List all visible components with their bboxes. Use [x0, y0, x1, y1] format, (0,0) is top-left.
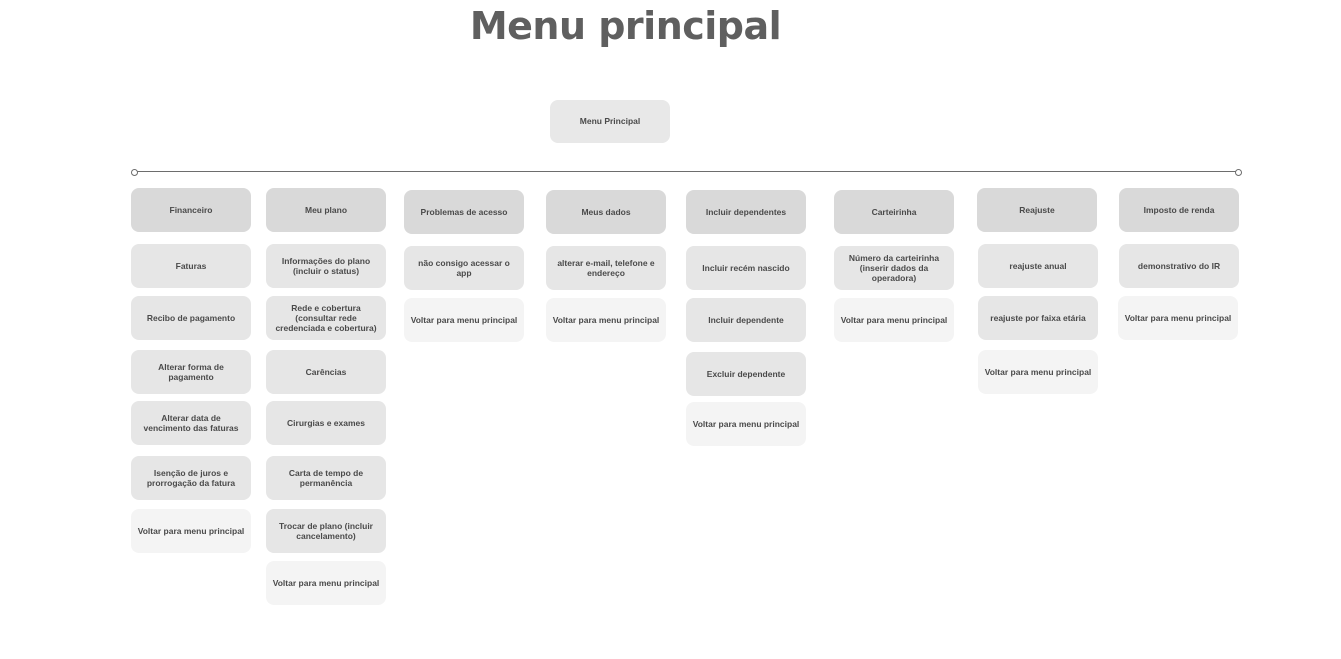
item-reajuste-anual[interactable]: reajuste anual: [978, 244, 1098, 288]
back-button[interactable]: Voltar para menu principal: [131, 509, 251, 553]
item-alterar-data-vencimento[interactable]: Alterar data de vencimento das faturas: [131, 401, 251, 445]
connector-line: [134, 171, 1238, 172]
header-incluir-dependentes[interactable]: Incluir dependentes: [686, 190, 806, 234]
item-alterar-forma-pagamento[interactable]: Alterar forma de pagamento: [131, 350, 251, 394]
item-numero-carteirinha[interactable]: Número da carteirinha (inserir dados da …: [834, 246, 954, 290]
item-reajuste-faixa-etaria[interactable]: reajuste por faixa etária: [978, 296, 1098, 340]
item-trocar-plano[interactable]: Trocar de plano (incluir cancelamento): [266, 509, 386, 553]
back-button[interactable]: Voltar para menu principal: [266, 561, 386, 605]
back-button[interactable]: Voltar para menu principal: [404, 298, 524, 342]
item-carencias[interactable]: Carências: [266, 350, 386, 394]
item-incluir-dependente[interactable]: Incluir dependente: [686, 298, 806, 342]
header-carteirinha[interactable]: Carteirinha: [834, 190, 954, 234]
item-informacoes-plano[interactable]: Informações do plano (incluir o status): [266, 244, 386, 288]
header-reajuste[interactable]: Reajuste: [977, 188, 1097, 232]
header-financeiro[interactable]: Financeiro: [131, 188, 251, 232]
item-rede-cobertura[interactable]: Rede e cobertura (consultar rede credenc…: [266, 296, 386, 340]
back-button[interactable]: Voltar para menu principal: [1118, 296, 1238, 340]
item-carta-tempo-permanencia[interactable]: Carta de tempo de permanência: [266, 456, 386, 500]
header-imposto-renda[interactable]: Imposto de renda: [1119, 188, 1239, 232]
item-excluir-dependente[interactable]: Excluir dependente: [686, 352, 806, 396]
root-node-menu-principal[interactable]: Menu Principal: [550, 100, 670, 143]
item-cirurgias-exames[interactable]: Cirurgias e exames: [266, 401, 386, 445]
back-button[interactable]: Voltar para menu principal: [546, 298, 666, 342]
item-recibo-pagamento[interactable]: Recibo de pagamento: [131, 296, 251, 340]
item-isencao-juros[interactable]: Isenção de juros e prorrogação da fatura: [131, 456, 251, 500]
item-alterar-email-telefone[interactable]: alterar e-mail, telefone e endereço: [546, 246, 666, 290]
page-title: Menu principal: [469, 4, 782, 48]
back-button[interactable]: Voltar para menu principal: [834, 298, 954, 342]
item-faturas[interactable]: Faturas: [131, 244, 251, 288]
header-meu-plano[interactable]: Meu plano: [266, 188, 386, 232]
item-nao-consigo-acessar[interactable]: não consigo acessar o app: [404, 246, 524, 290]
header-problemas-acesso[interactable]: Problemas de acesso: [404, 190, 524, 234]
back-button[interactable]: Voltar para menu principal: [978, 350, 1098, 394]
connector-end-dot: [1235, 169, 1242, 176]
item-demonstrativo-ir[interactable]: demonstrativo do IR: [1119, 244, 1239, 288]
item-incluir-recem-nascido[interactable]: Incluir recém nascido: [686, 246, 806, 290]
connector-start-dot: [131, 169, 138, 176]
back-button[interactable]: Voltar para menu principal: [686, 402, 806, 446]
header-meus-dados[interactable]: Meus dados: [546, 190, 666, 234]
